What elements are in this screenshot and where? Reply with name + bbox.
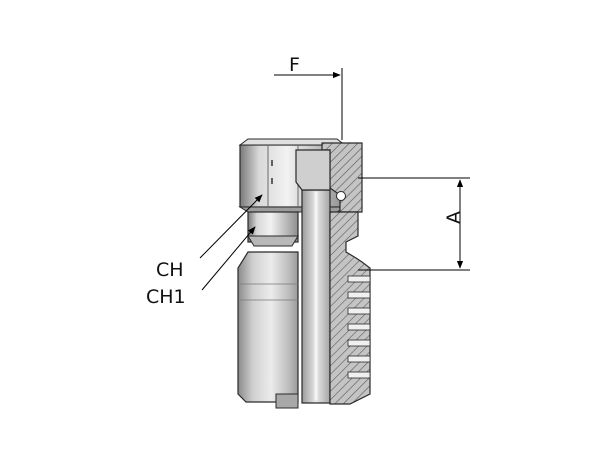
dimension-f: F bbox=[274, 54, 343, 140]
nut-top-chamfer bbox=[238, 138, 347, 146]
o-ring bbox=[336, 191, 346, 201]
nut-section bbox=[321, 142, 363, 213]
barb bbox=[347, 323, 371, 331]
barb bbox=[347, 355, 371, 363]
hex-ch1 bbox=[247, 211, 299, 247]
leader-ch: CH bbox=[156, 194, 263, 281]
stem-head bbox=[295, 149, 331, 191]
barb bbox=[347, 275, 371, 283]
ch-leader-line bbox=[199, 194, 263, 259]
ferrule-end bbox=[275, 393, 299, 409]
dimension-a: A bbox=[358, 177, 470, 271]
ch1-leader-line bbox=[201, 226, 256, 291]
ferrule-body bbox=[237, 251, 299, 403]
barb bbox=[347, 291, 371, 299]
ch1-label: CH1 bbox=[146, 286, 186, 308]
ch-label: CH bbox=[156, 259, 184, 281]
f-label: F bbox=[289, 54, 300, 76]
barb bbox=[347, 307, 371, 315]
hex-chamfer bbox=[247, 235, 299, 247]
stem bbox=[295, 149, 331, 404]
ferrule bbox=[237, 251, 299, 409]
leader-ch1: CH1 bbox=[146, 226, 256, 308]
tail-section bbox=[329, 211, 371, 405]
a-label: A bbox=[443, 211, 465, 224]
barb bbox=[347, 371, 371, 379]
barb bbox=[347, 339, 371, 347]
